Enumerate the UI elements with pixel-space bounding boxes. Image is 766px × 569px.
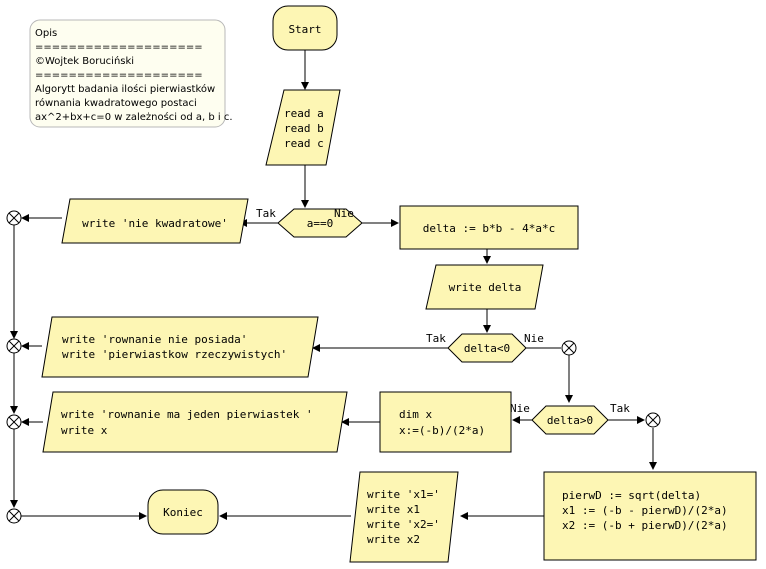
output-brak-pierwiastkow: write 'rownanie nie posiada' write 'pier… <box>41 316 319 378</box>
merge-point <box>645 412 661 428</box>
note-line: ©Wojtek Boruciński <box>35 55 134 67</box>
branch-label-nie: Nie <box>524 332 544 345</box>
decision-delta-gt-zero: delta>0 <box>531 405 609 435</box>
arrowhead <box>649 462 657 470</box>
read-line: read a <box>284 107 324 120</box>
merge-point <box>6 508 22 524</box>
output-text: write 'nie kwadratowe' <box>82 217 228 230</box>
decision-a-zero: a==0 <box>277 208 363 238</box>
note-line: równania kwadratowego postaci <box>35 97 197 109</box>
process-text: x2 := (-b + pierwD)/(2*a) <box>562 519 728 532</box>
merge-point <box>561 340 577 356</box>
process-text: x1 := (-b - pierwD)/(2*a) <box>562 504 728 517</box>
note-line: Algorytt badania ilości pierwiastków <box>35 83 215 95</box>
arrowhead <box>219 512 227 520</box>
process-dim-x: dim x x:=(-b)/(2*a) <box>379 391 512 453</box>
read-line: read b <box>284 122 324 135</box>
description-note: Opis ==================== ©Wojtek Boruci… <box>29 19 233 128</box>
output-text: write 'x2=' <box>367 518 440 531</box>
arrowhead <box>460 512 468 520</box>
decision-label: delta<0 <box>464 342 510 355</box>
merge-point <box>6 338 22 354</box>
start-node: Start <box>272 5 338 51</box>
output-text: write 'x1=' <box>367 488 440 501</box>
start-label: Start <box>288 23 321 36</box>
note-line: Opis <box>35 28 57 39</box>
arrowhead <box>21 342 29 350</box>
merge-point <box>6 210 22 226</box>
output-text: write delta <box>449 281 522 294</box>
arrowhead <box>391 219 399 227</box>
note-line: ax^2+bx+c=0 w zależności od a, b i c. <box>35 111 233 123</box>
arrowhead <box>483 256 491 264</box>
output-text: write 'rownanie ma jeden pierwiastek ' <box>61 408 313 421</box>
connectors <box>10 50 657 520</box>
arrowhead <box>301 82 309 90</box>
arrowhead <box>341 418 349 426</box>
end-label: Koniec <box>163 506 203 519</box>
read-input-node: read a read b read c <box>265 89 341 166</box>
process-text: x:=(-b)/(2*a) <box>399 424 485 437</box>
output-write-roots: write 'x1=' write x1 write 'x2=' write x… <box>349 471 459 563</box>
decision-label: delta>0 <box>547 414 593 427</box>
branch-label-nie: Nie <box>510 402 530 415</box>
branch-label-nie: Nie <box>334 207 354 220</box>
decision-label: a==0 <box>307 217 334 230</box>
merge-point <box>6 414 22 430</box>
branch-label-tak: Tak <box>256 207 276 220</box>
output-text: write x1 <box>367 503 420 516</box>
arrowhead <box>637 416 645 424</box>
arrowhead <box>565 395 573 403</box>
arrowhead <box>301 200 309 208</box>
output-text: write x <box>61 424 108 437</box>
arrowhead <box>10 500 18 508</box>
note-line: ==================== <box>35 42 203 53</box>
arrowhead <box>483 325 491 333</box>
process-text: dim x <box>399 408 432 421</box>
note-line: ==================== <box>35 70 203 81</box>
branch-label-tak: Tak <box>610 402 630 415</box>
end-node: Koniec <box>147 489 219 535</box>
process-compute-roots: pierwD := sqrt(delta) x1 := (-b - pierwD… <box>543 471 757 561</box>
read-line: read c <box>284 137 324 150</box>
output-jeden-pierwiastek: write 'rownanie ma jeden pierwiastek ' w… <box>42 391 348 453</box>
arrowhead <box>10 331 18 339</box>
arrowhead <box>21 214 29 222</box>
process-text: pierwD := sqrt(delta) <box>562 489 701 502</box>
output-nie-kwadratowe: write 'nie kwadratowe' <box>61 198 249 244</box>
output-text: write 'pierwiastkow rzeczywistych' <box>62 348 287 361</box>
branch-label-tak: Tak <box>426 332 446 345</box>
output-text: write 'rownanie nie posiada' <box>62 333 247 346</box>
process-text: delta := b*b - 4*a*c <box>423 222 555 235</box>
arrowhead <box>139 512 147 520</box>
process-delta: delta := b*b - 4*a*c <box>399 205 579 250</box>
output-text: write x2 <box>367 533 420 546</box>
decision-delta-lt-zero: delta<0 <box>447 333 527 363</box>
arrowhead <box>10 406 18 414</box>
arrowhead <box>21 418 29 426</box>
output-write-delta: write delta <box>425 264 544 310</box>
arrowhead <box>512 416 520 424</box>
arrowhead <box>312 344 320 352</box>
